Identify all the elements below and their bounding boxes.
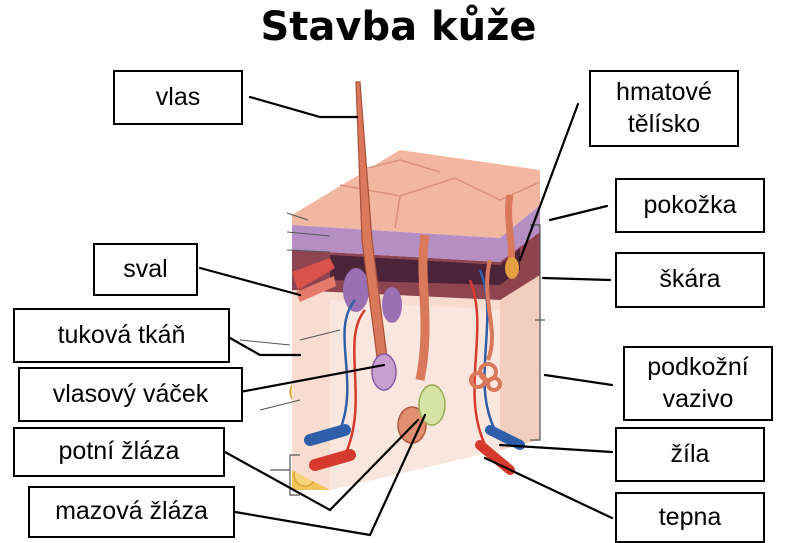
leader-tepna xyxy=(485,458,612,518)
label-zila-text: žíla xyxy=(671,439,710,470)
label-vlas-text: vlas xyxy=(156,82,200,113)
leader-sval xyxy=(200,268,300,295)
label-tepna: tepna xyxy=(615,492,765,543)
label-vlas: vlas xyxy=(113,70,243,125)
label-mazova-zlaza-text: mazová žláza xyxy=(55,496,208,527)
epidermis xyxy=(292,150,540,238)
label-podkozni-vazivo: podkožní vazivo xyxy=(623,346,773,421)
label-sval-text: sval xyxy=(123,254,167,285)
label-skara-text: škára xyxy=(659,264,720,295)
label-vlasovy-vacek: vlasový váček xyxy=(18,367,243,422)
label-tepna-text: tepna xyxy=(659,502,722,533)
label-hmatove-text-1: hmatové xyxy=(616,77,712,108)
label-mazova-zlaza: mazová žláza xyxy=(28,486,235,538)
label-pokozka: pokožka xyxy=(615,178,765,233)
label-tukova-tkan-text: tuková tkáň xyxy=(58,320,186,351)
hair-follicle xyxy=(372,354,396,390)
label-vlasovy-vacek-text: vlasový váček xyxy=(53,379,209,410)
label-potni-zlaza-text: potní žláza xyxy=(59,436,180,467)
label-sval: sval xyxy=(93,243,198,296)
touch-receptor xyxy=(505,257,519,279)
label-pokozka-text: pokožka xyxy=(643,190,736,221)
label-hmatove-telisko: hmatové tělísko xyxy=(589,70,739,147)
leader-podkozni xyxy=(545,375,612,385)
label-hmatove-text-2: tělísko xyxy=(628,109,700,140)
label-potni-zlaza: potní žláza xyxy=(13,427,225,477)
label-podkozni-text-1: podkožní xyxy=(647,352,748,383)
label-tukova-tkan: tuková tkáň xyxy=(13,308,230,363)
label-zila: žíla xyxy=(615,427,765,482)
label-skara: škára xyxy=(615,252,765,308)
leader-pokozka xyxy=(550,206,607,220)
leader-vlas xyxy=(250,97,357,117)
leader-skara xyxy=(543,278,610,280)
label-podkozni-text-2: vazivo xyxy=(663,384,734,415)
